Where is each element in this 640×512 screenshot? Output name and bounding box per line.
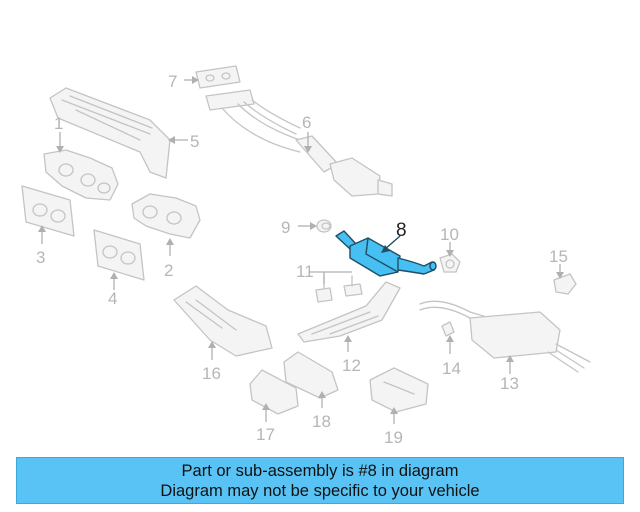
part-17-shield[interactable] [249, 369, 299, 415]
part-9-clamp[interactable] [316, 219, 332, 233]
part-8-center-muffler[interactable] [335, 230, 437, 277]
leader-6 [304, 132, 312, 153]
callout-19[interactable]: 19 [384, 428, 403, 447]
callout-13[interactable]: 13 [500, 374, 519, 393]
leader-9 [298, 222, 317, 230]
callout-6[interactable]: 6 [302, 113, 311, 132]
callout-11[interactable]: 11 [296, 262, 314, 281]
callout-15[interactable]: 15 [549, 247, 568, 266]
leader-8 [381, 235, 401, 253]
callout-9[interactable]: 9 [281, 218, 290, 237]
exhaust-parts-diagram: 5 1 3 2 4 [21, 65, 591, 447]
part-14-hanger[interactable] [441, 321, 455, 337]
part-12-heat-shield[interactable] [297, 281, 401, 343]
leader-11 [310, 271, 352, 284]
callout-4[interactable]: 4 [108, 289, 117, 308]
part-11-hangers[interactable] [315, 275, 363, 303]
leader-14 [446, 335, 454, 354]
part-19-heat-shield[interactable] [369, 367, 429, 413]
callout-3[interactable]: 3 [36, 248, 45, 267]
leader-5 [168, 136, 188, 144]
callout-2[interactable]: 2 [164, 261, 173, 280]
leader-15 [556, 264, 564, 279]
callout-14[interactable]: 14 [442, 359, 461, 378]
callout-10[interactable]: 10 [440, 225, 459, 244]
callout-17[interactable]: 17 [256, 425, 275, 444]
part-15-bracket[interactable] [553, 273, 577, 295]
leader-17 [262, 403, 270, 422]
info-banner: Part or sub-assembly is #8 in diagram Di… [16, 457, 624, 504]
callout-8[interactable]: 8 [396, 220, 407, 241]
leader-2 [166, 238, 174, 256]
callout-1[interactable]: 1 [54, 114, 63, 133]
part-1-exhaust-manifold[interactable] [43, 149, 119, 201]
leader-18 [318, 391, 326, 408]
banner-disclaimer-line: Diagram may not be specific to your vehi… [160, 481, 480, 500]
leader-1 [56, 132, 64, 153]
part-2-manifold[interactable] [131, 193, 201, 239]
part-6-front-pipe[interactable] [205, 89, 393, 197]
part-13-rear-muffler[interactable] [419, 300, 591, 373]
callout-5[interactable]: 5 [190, 132, 199, 151]
callout-12[interactable]: 12 [342, 356, 361, 375]
leader-19 [390, 407, 398, 424]
part-3-gasket[interactable] [21, 185, 75, 237]
leader-12 [344, 335, 352, 352]
part-7-flange-gasket[interactable] [195, 65, 241, 89]
callout-7[interactable]: 7 [168, 72, 177, 91]
part-16-heat-shield[interactable] [173, 285, 273, 357]
leader-3 [38, 225, 46, 244]
leader-16 [208, 341, 216, 360]
callout-18[interactable]: 18 [312, 412, 331, 431]
part-5-heat-shield[interactable] [49, 87, 171, 179]
callout-16[interactable]: 16 [202, 364, 221, 383]
part-4-gasket[interactable] [93, 229, 145, 281]
leader-10 [446, 242, 454, 257]
leader-7 [184, 76, 199, 84]
banner-part-line: Part or sub-assembly is #8 in diagram [181, 461, 459, 480]
leader-13 [506, 355, 514, 374]
leader-4 [110, 272, 118, 290]
